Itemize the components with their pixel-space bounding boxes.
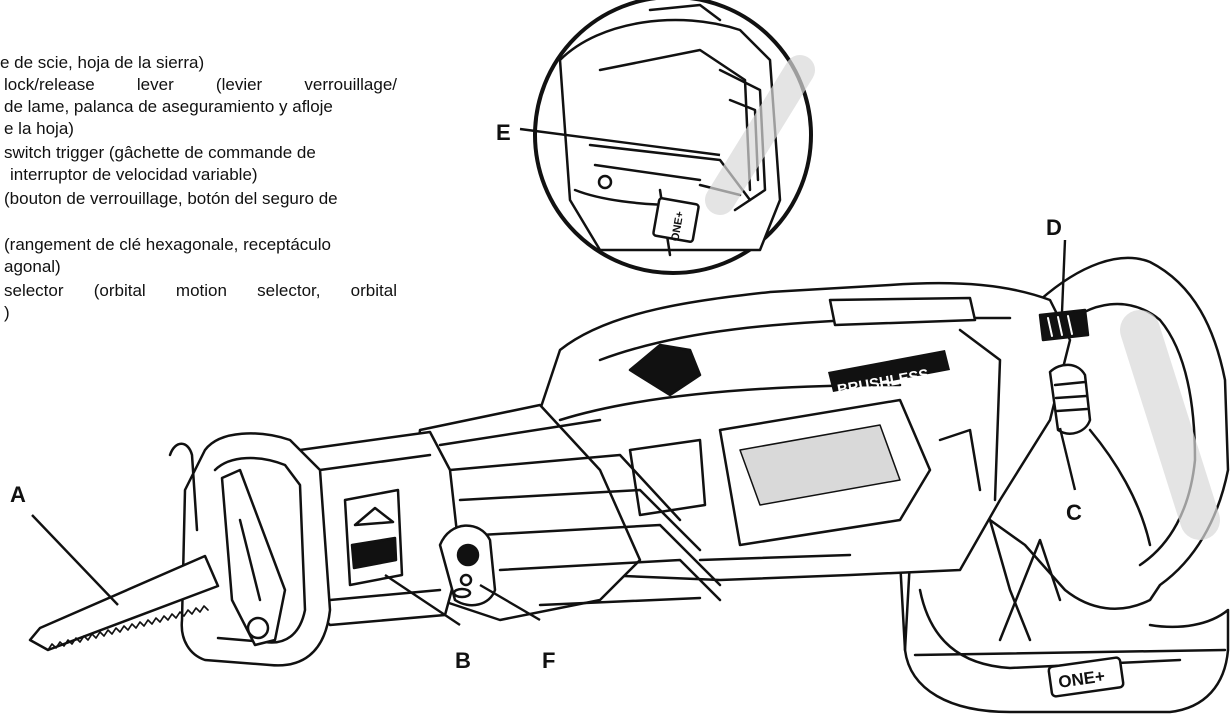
- variable-speed-trigger: [1048, 363, 1092, 435]
- legend-line-trigger-2: interruptor de velocidad variable): [10, 165, 258, 184]
- callout-c: C: [1066, 500, 1082, 525]
- callout-b: B: [455, 648, 471, 673]
- logo-one-plus-inset: ONE+: [652, 197, 700, 243]
- callout-d: D: [1046, 215, 1062, 240]
- legend-line-trigger-1: switch trigger (gâchette de commande de: [4, 143, 316, 162]
- callout-e: E: [496, 120, 511, 145]
- leader-a: [31, 514, 119, 606]
- legend-line-hex-1: (rangement de clé hexagonale, receptácul…: [4, 235, 331, 254]
- legend-line-lever-2: de lame, palanca de aseguramiento y aflo…: [4, 97, 333, 116]
- blade-lock-release-lever: [343, 488, 404, 587]
- leader-b: [384, 574, 461, 626]
- blade-clamp-lever: [220, 468, 287, 647]
- legend-line-lever-3: e la hoja): [4, 119, 74, 138]
- saw-blade: [28, 554, 220, 652]
- detail-inset: [533, 0, 815, 275]
- legend-line-orbital-2: ): [4, 303, 10, 322]
- leader-e: [519, 127, 721, 157]
- battery-mount: [898, 478, 1230, 714]
- legend-line-lock-1: (bouton de verrouillage, botón del segur…: [4, 189, 338, 208]
- legend-line-blade: e de scie, hoja de la sierra): [0, 53, 205, 72]
- leader-f: [479, 583, 541, 622]
- legend-line-hex-2: agonal): [4, 257, 61, 276]
- legend-line-orbital-1: selector (orbital motion selector, orbit…: [4, 281, 397, 300]
- logo-one-plus-inset-text: ONE+: [669, 210, 686, 242]
- leader-c: [1058, 427, 1077, 491]
- callout-a: A: [10, 482, 26, 507]
- callout-f: F: [542, 648, 555, 673]
- legend-line-lever-1: lock/release lever (levier verrouillage/: [4, 75, 397, 94]
- lock-off-button: [1038, 308, 1090, 342]
- leader-d: [1060, 239, 1067, 313]
- top-tab: [628, 343, 702, 397]
- logo-one-plus-main: ONE+: [1047, 656, 1125, 698]
- callout-leaders: [31, 127, 1077, 626]
